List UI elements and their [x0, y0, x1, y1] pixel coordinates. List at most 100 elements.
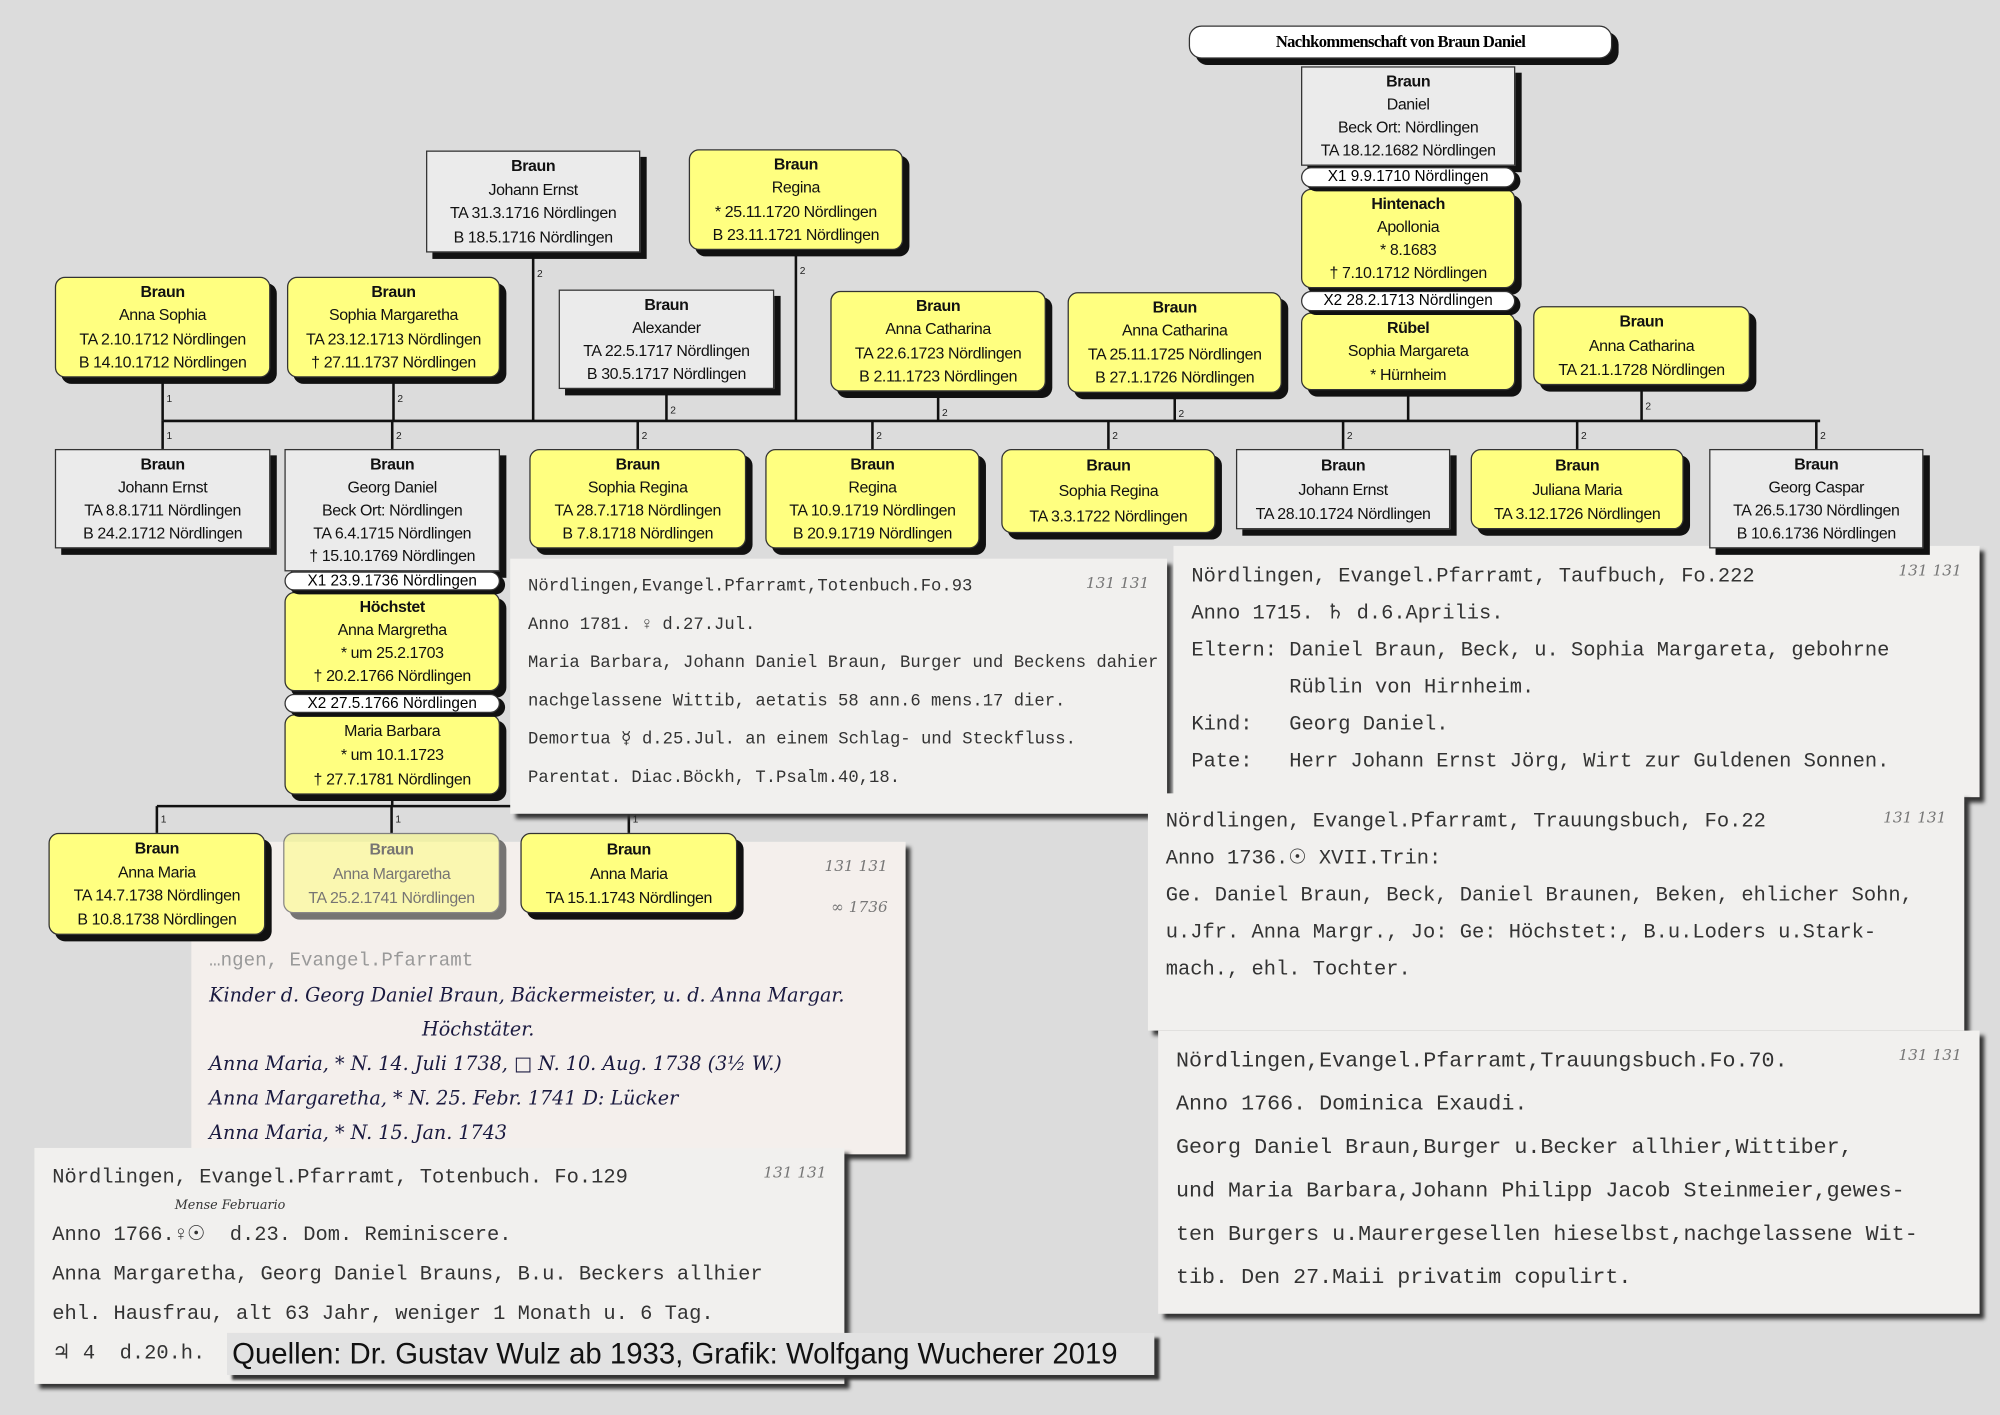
person-detail: TA 8.8.1711 Nördlingen [84, 501, 241, 520]
card-header: Nördlingen,Evangel.Pfarramt,Totenbuch.Fo… [528, 577, 973, 597]
card-line: und Maria Barbara,Johann Philipp Jacob S… [1176, 1179, 1905, 1205]
card-reference: 131 131 [1898, 561, 1962, 580]
person-surname: Braun [140, 283, 186, 302]
card-line: Anno 1781. ♀ d.27.Jul. [528, 616, 756, 636]
card-line: Anno 1715. ♄ d.6.Aprilis. [1191, 602, 1504, 625]
card-line: Kinder d. Georg Daniel Braun, Bäckermeis… [209, 983, 845, 1007]
person-detail: B 23.11.1721 Nördlingen [712, 225, 880, 244]
person-detail: TA 6.4.1715 Nördlingen [313, 524, 472, 543]
person-detail: TA 25.2.1741 Nördlingen [308, 888, 475, 907]
person-detail: B 30.5.1717 Nördlingen [586, 364, 747, 383]
person-detail: Johann Ernst [488, 180, 578, 199]
person-detail: TA 10.9.1719 Nördlingen [789, 501, 956, 520]
sources-caption: Quellen: Dr. Gustav Wulz ab 1933, Grafik… [227, 1332, 1155, 1375]
person-detail: B 18.5.1716 Nördlingen [453, 227, 614, 246]
link-label: 2 [1346, 429, 1353, 442]
person-detail: Georg Caspar [1768, 478, 1865, 497]
link-label: 1 [632, 813, 639, 826]
person-surname: Braun [1794, 455, 1839, 474]
person-detail: B 7.8.1718 Nördlingen [562, 524, 714, 543]
person-detail: Regina [771, 179, 821, 197]
person-detail: * Hürnheim [1370, 365, 1447, 384]
person-detail: Apollonia [1377, 218, 1440, 236]
person-surname: Braun [1321, 455, 1366, 474]
person-detail: B 24.2.1712 Nördlingen [83, 524, 243, 543]
marriage-label: X2 28.2.1713 Nördlingen [1301, 290, 1516, 312]
person-detail: TA 28.7.1718 Nördlingen [554, 501, 722, 520]
person-surname: Braun [371, 283, 416, 302]
card-line: Anno 1766. Dominica Exaudi. [1176, 1093, 1528, 1118]
person-detail: B 2.11.1723 Nördlingen [859, 367, 1018, 386]
person-detail: Sophia Margaretha [328, 306, 459, 325]
link-label: 1 [166, 392, 173, 405]
card-header: Nördlingen,Evangel.Pfarramt,Trauungsbuch… [1176, 1049, 1788, 1074]
person-detail: † 7.10.1712 Nördlingen [1329, 264, 1487, 282]
card-line: nachgelassene Wittib, aetatis 58 ann.6 m… [528, 692, 1066, 712]
person-surname: Braun [1086, 456, 1131, 475]
person-detail: TA 23.12.1713 Nördlingen [306, 329, 481, 348]
person-surname: Braun [773, 155, 819, 174]
person-surname: Braun [1619, 312, 1664, 331]
person-surname: Braun [134, 839, 180, 858]
link-label: 2 [941, 406, 948, 419]
person-detail: Anna Catharina [1588, 336, 1695, 355]
person-detail: Regina [848, 478, 897, 497]
person-detail: Georg Daniel [347, 478, 438, 497]
card-line: Anna Maria, * N. 14. Juli 1738, □ N. 10.… [209, 1052, 782, 1076]
link-label: 2 [1645, 400, 1652, 412]
person-detail: B 20.9.1719 Nördlingen [792, 524, 953, 543]
person-surname: Braun [1152, 298, 1198, 317]
person-surname: Braun [615, 455, 661, 474]
card-line: tib. Den 27.Maii privatim copulirt. [1176, 1266, 1632, 1291]
card-reference: 131 131 [824, 857, 888, 875]
person-detail: Anna Catharina [1122, 321, 1228, 340]
card-header: …ngen, Evangel.Pfarramt [209, 950, 474, 972]
person-detail: B 14.10.1712 Nördlingen [78, 353, 247, 372]
link-label: 2 [641, 429, 648, 442]
person-detail: TA 31.3.1716 Nördlingen [449, 204, 617, 223]
link-label: 2 [1178, 408, 1185, 420]
person-detail: Sophia Regina [1058, 482, 1159, 500]
person-detail: TA 15.1.1743 Nördlingen [545, 888, 713, 907]
person-detail: * 8.1683 [1379, 241, 1437, 259]
link-label: 2 [397, 392, 403, 405]
person-detail: Anna Maria [118, 863, 196, 882]
person-surname: Braun [140, 455, 186, 474]
card-line: Anno 1766.♀☉ d.23. Dom. Reminiscere. [52, 1223, 512, 1247]
person-box-mariabarbara[interactable]: Maria Barbara* um 10.1.1723† 27.7.1781 N… [284, 714, 500, 795]
person-detail: TA 2.10.1712 Nördlingen [79, 329, 246, 348]
archive-card-docB: Nördlingen, Evangel.Pfarramt, Taufbuch, … [1173, 545, 1980, 798]
person-detail: Alexander [632, 318, 701, 337]
card-line: Eltern: Daniel Braun, Beck, u. Sophia Ma… [1191, 639, 1890, 662]
card-line: u.Jfr. Anna Margr., Jo: Ge: Höchstet:, B… [1165, 920, 1877, 944]
person-detail: † 15.10.1769 Nördlingen [309, 547, 476, 566]
person-detail: TA 3.3.1722 Nördlingen [1029, 507, 1188, 526]
person-surname: Rübel [1386, 319, 1430, 337]
person-detail: TA 3.12.1726 Nördlingen [1493, 504, 1661, 523]
person-detail: * um 10.1.1723 [340, 745, 444, 764]
